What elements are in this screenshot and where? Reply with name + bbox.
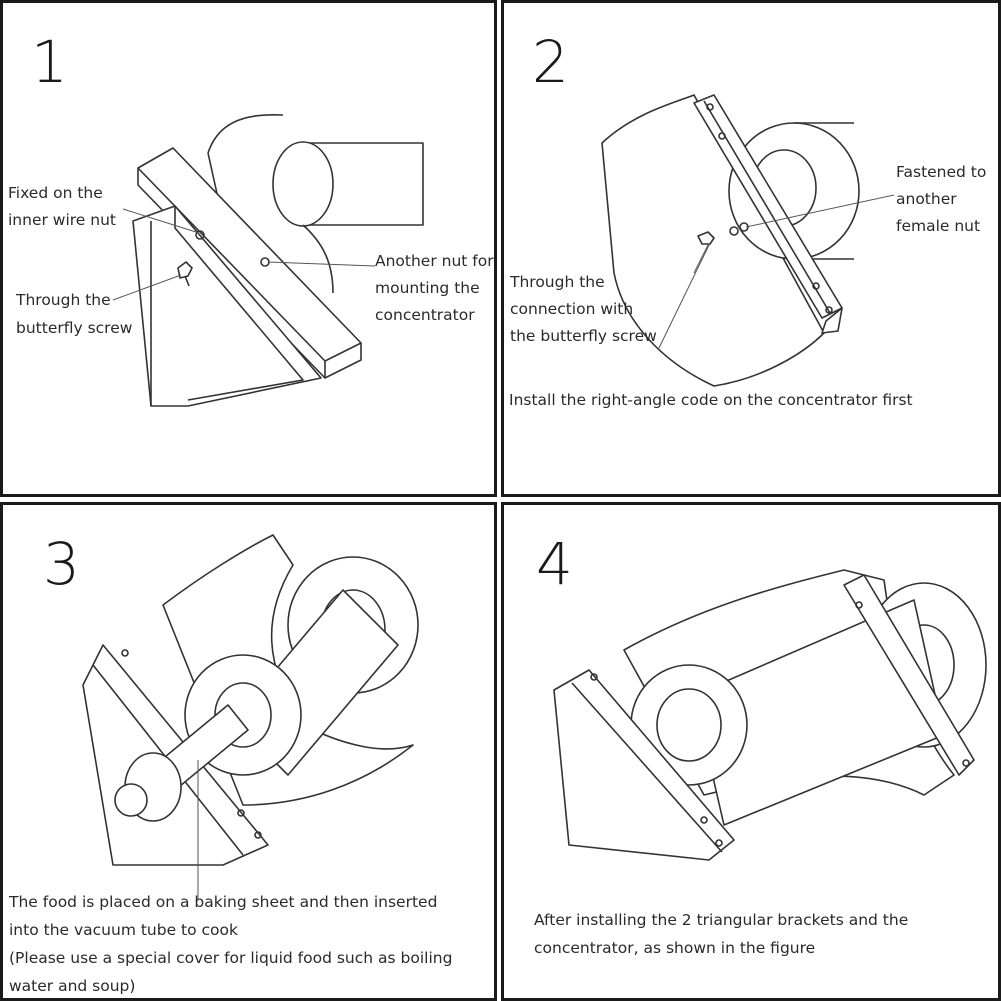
label-through-line3: the butterfly screw <box>510 327 657 345</box>
caption-line4: water and soup) <box>9 977 136 995</box>
step-4-panel: 4 After installing the 2 triangular brac… <box>501 502 1001 1001</box>
label-through-line2: connection with <box>510 300 634 318</box>
step-1-illustration <box>112 113 424 407</box>
label-fastened-line2: another <box>896 190 957 208</box>
step-number: 4 <box>536 530 573 598</box>
label-through-line1: Through the <box>510 273 605 291</box>
label-fixed-line1: Fixed on the <box>8 184 103 202</box>
label-fixed-line2: inner wire nut <box>8 211 116 229</box>
step-3-panel: 3 The food is placed on a baking sheet a… <box>0 502 497 1001</box>
caption-line1: The food is placed on a baking sheet and… <box>9 893 438 911</box>
caption-line1: After installing the 2 triangular bracke… <box>534 911 909 929</box>
step-2-illustration <box>601 94 895 387</box>
label-install: Install the right-angle code on the conc… <box>509 391 913 409</box>
step-number: 2 <box>532 28 569 96</box>
label-fastened-line1: Fastened to <box>896 163 987 181</box>
caption-line2: concentrator, as shown in the figure <box>534 939 816 957</box>
step-number: 1 <box>31 28 68 96</box>
label-another-line1: Another nut for <box>375 252 494 270</box>
caption-line2: into the vacuum tube to cook <box>9 921 239 939</box>
label-fastened-line3: female nut <box>896 217 981 235</box>
label-another-line2: mounting the <box>375 279 480 297</box>
step-3-illustration <box>82 534 419 900</box>
label-through-line1: Through the <box>16 291 111 309</box>
step-2-panel: 2 Fastened to another female nut Through… <box>501 0 1001 497</box>
step-number: 3 <box>43 530 80 598</box>
step-4-illustration <box>553 569 987 861</box>
label-another-line3: concentrator <box>375 306 475 324</box>
step-1-panel: 1 Fixed on the inner wire nut Through th… <box>0 0 497 497</box>
label-through-line2: butterfly screw <box>16 319 133 337</box>
caption-line3: (Please use a special cover for liquid f… <box>9 949 453 967</box>
